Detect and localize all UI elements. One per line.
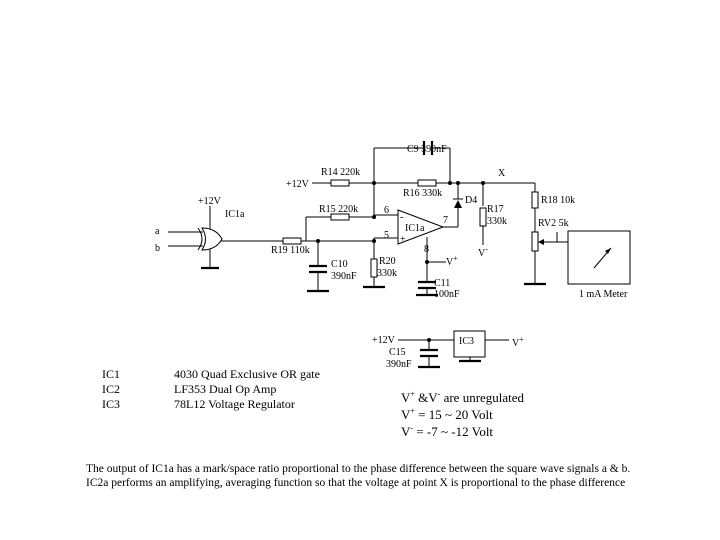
label-r17-val: 330k	[487, 216, 507, 227]
label-r14: R14 220k	[321, 167, 360, 178]
supply-notes: V+ &V- are unregulated V+ = 15 ~ 20 Volt…	[401, 389, 524, 440]
regulator-ic3-box	[453, 330, 486, 358]
label-input-a: a	[155, 226, 160, 237]
label-rv2: RV2 5k	[538, 218, 569, 229]
label-ic1a-gate: IC1a	[225, 209, 245, 220]
part-id: IC2	[102, 382, 120, 396]
label-d4: D4	[465, 195, 477, 206]
supply-v: V	[401, 390, 411, 405]
parts-row: IC2 LF353 Dual Op Amp	[102, 382, 320, 397]
sup-minus: -	[410, 423, 414, 433]
supply-line-1: V+ &V- are unregulated	[401, 389, 524, 406]
diode-d4	[453, 198, 463, 208]
supply-text: are unregulated	[440, 390, 525, 405]
note-line-1: The output of IC1a has a mark/space rati…	[86, 463, 631, 475]
part-id: IC1	[102, 367, 120, 381]
capacitor-c9	[422, 141, 434, 155]
label-minus-input: -	[400, 212, 403, 223]
part-id: IC3	[102, 397, 120, 411]
ground-symbols	[201, 266, 546, 369]
label-r20-name: R20	[379, 256, 396, 267]
resistor-r20	[370, 258, 378, 278]
label-reg-in: +12V	[372, 335, 396, 346]
label-pin5: 5	[384, 230, 389, 241]
capacitor-c15	[420, 348, 438, 358]
resistor-r17	[479, 207, 487, 227]
label-x: X	[498, 168, 506, 179]
label-input-b: b	[155, 243, 160, 254]
supply-line-2: V+ = 15 ~ 20 Volt	[401, 406, 524, 423]
label-ic1a-opamp: IC1a	[405, 223, 425, 234]
sup-plus: +	[410, 389, 415, 399]
parts-row: IC1 4030 Quad Exclusive OR gate	[102, 367, 320, 382]
capacitor-c11	[418, 280, 436, 290]
capacitor-c10	[309, 264, 327, 274]
label-reg-out: V+	[512, 335, 524, 349]
label-plus-input: +	[400, 234, 406, 245]
parts-row: IC3 78L12 Voltage Regulator	[102, 397, 320, 412]
resistor-r15	[330, 213, 350, 221]
sup-plus: +	[410, 406, 415, 416]
wires	[168, 147, 568, 367]
label-c11-val: 100nF	[434, 289, 460, 300]
label-pin7: 7	[443, 215, 448, 226]
meter-1ma	[567, 230, 631, 285]
label-r17-name: R17	[487, 204, 504, 215]
potentiometer-rv2	[531, 231, 544, 252]
part-desc: 78L12 Voltage Regulator	[174, 397, 295, 411]
label-c10-val: 390nF	[331, 271, 357, 282]
label-r20-val: 330k	[377, 268, 397, 279]
supply-line-3: V- = -7 ~ -12 Volt	[401, 423, 524, 440]
label-c11-name: C11	[434, 278, 450, 289]
supply-v: V	[401, 407, 411, 422]
label-r15: R15 220k	[319, 204, 358, 215]
resistor-r14	[330, 179, 350, 187]
resistor-r16	[417, 179, 437, 187]
opamp-ic1a	[397, 209, 445, 245]
label-vplus-node: V+	[446, 254, 458, 268]
label-c15-val: 390nF	[386, 359, 412, 370]
label-r19: R19 110k	[271, 245, 310, 256]
description-note: The output of IC1a has a mark/space rati…	[86, 462, 630, 490]
supply-text: = -7 ~ -12 Volt	[413, 424, 494, 439]
supply-text: &V	[414, 390, 438, 405]
label-c10-name: C10	[331, 259, 348, 270]
xor-gate-ic1a	[197, 227, 223, 251]
label-meter: 1 mA Meter	[579, 289, 628, 300]
label-c15-name: C15	[389, 347, 406, 358]
part-desc: 4030 Quad Exclusive OR gate	[174, 367, 320, 381]
note-line-2: IC2a performs an amplifying, averaging f…	[86, 477, 626, 489]
label-vminus-node: V-	[478, 245, 488, 259]
supply-v: V	[401, 424, 411, 439]
label-c9: C9 390nF	[407, 144, 447, 155]
sup-minus: -	[437, 389, 441, 399]
label-r18: R18 10k	[541, 195, 575, 206]
parts-list: IC1 4030 Quad Exclusive OR gate IC2 LF35…	[102, 367, 320, 412]
junctions	[316, 181, 485, 342]
label-plus12-top: +12V	[286, 179, 310, 190]
label-plus12-ic1a: +12V	[198, 196, 222, 207]
supply-text: = 15 ~ 20 Volt	[414, 407, 493, 422]
label-pin8: 8	[424, 244, 429, 255]
resistor-r18	[531, 191, 539, 209]
resistor-r19	[282, 237, 302, 245]
label-r16: R16 330k	[403, 188, 442, 199]
label-ic3-box: IC3	[459, 336, 474, 347]
part-desc: LF353 Dual Op Amp	[174, 382, 277, 396]
label-pin6: 6	[384, 205, 389, 216]
